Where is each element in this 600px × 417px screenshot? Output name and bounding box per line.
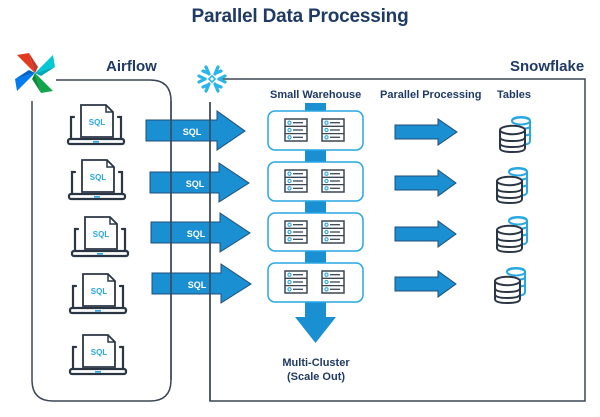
database-stack-icon	[499, 116, 531, 153]
scale-out-label: Multi-Cluster (Scale Out)	[266, 356, 366, 384]
query-arrow: SQL	[151, 263, 252, 304]
cluster-connector	[305, 201, 326, 213]
warehouse-cluster	[267, 161, 364, 202]
database-stack-icon	[494, 267, 526, 304]
column-header-warehouse: Small Warehouse	[270, 89, 362, 101]
database-stack-icon	[496, 216, 528, 253]
sql-doc-label: SQL	[91, 348, 108, 357]
query-arrow: SQL	[145, 110, 246, 151]
warehouse-cluster	[267, 110, 364, 151]
diagram-title: Parallel Data Processing	[191, 6, 409, 27]
query-arrow-label: SQL	[188, 280, 207, 290]
snowflake-label: Snowflake	[510, 58, 585, 75]
scale-out-label-line2: (Scale Out)	[286, 371, 346, 383]
processing-arrow	[394, 118, 458, 146]
processing-arrow	[394, 220, 457, 248]
sql-doc-label: SQL	[90, 173, 107, 182]
cluster-connector	[305, 150, 326, 162]
airflow-client-list: SQL SQL SQL SQL SQL	[66, 103, 130, 376]
laptop-sql-icon: SQL	[68, 272, 128, 315]
query-arrow-label: SQL	[183, 127, 202, 137]
processing-arrow	[394, 169, 457, 197]
warehouse-cluster	[267, 262, 364, 303]
query-arrow: SQL	[150, 212, 251, 253]
sql-doc-label: SQL	[89, 118, 106, 127]
database-stack-icon	[496, 167, 528, 204]
sql-doc-label: SQL	[91, 287, 108, 296]
laptop-sql-icon: SQL	[66, 103, 126, 146]
sql-doc-label: SQL	[93, 230, 110, 239]
laptop-sql-icon: SQL	[70, 215, 130, 258]
airflow-label: Airflow	[106, 58, 157, 75]
cluster-connector	[305, 103, 326, 111]
column-header-processing: Parallel Processing	[380, 89, 482, 101]
airflow-pinwheel-icon	[15, 53, 55, 93]
airflow-container	[31, 79, 172, 402]
scale-out-label-line1: Multi-Cluster	[282, 357, 350, 369]
processing-arrow	[394, 270, 457, 298]
scale-out-arrow	[295, 302, 336, 343]
query-arrow-label: SQL	[186, 179, 205, 189]
cluster-connector	[305, 251, 326, 263]
column-header-tables: Tables	[497, 89, 532, 101]
laptop-sql-icon: SQL	[67, 158, 127, 201]
warehouse-cluster	[267, 212, 364, 252]
query-arrow-label: SQL	[187, 229, 206, 239]
query-arrow: SQL	[149, 162, 250, 203]
laptop-sql-icon: SQL	[68, 333, 128, 376]
snowflake-icon	[197, 65, 227, 93]
